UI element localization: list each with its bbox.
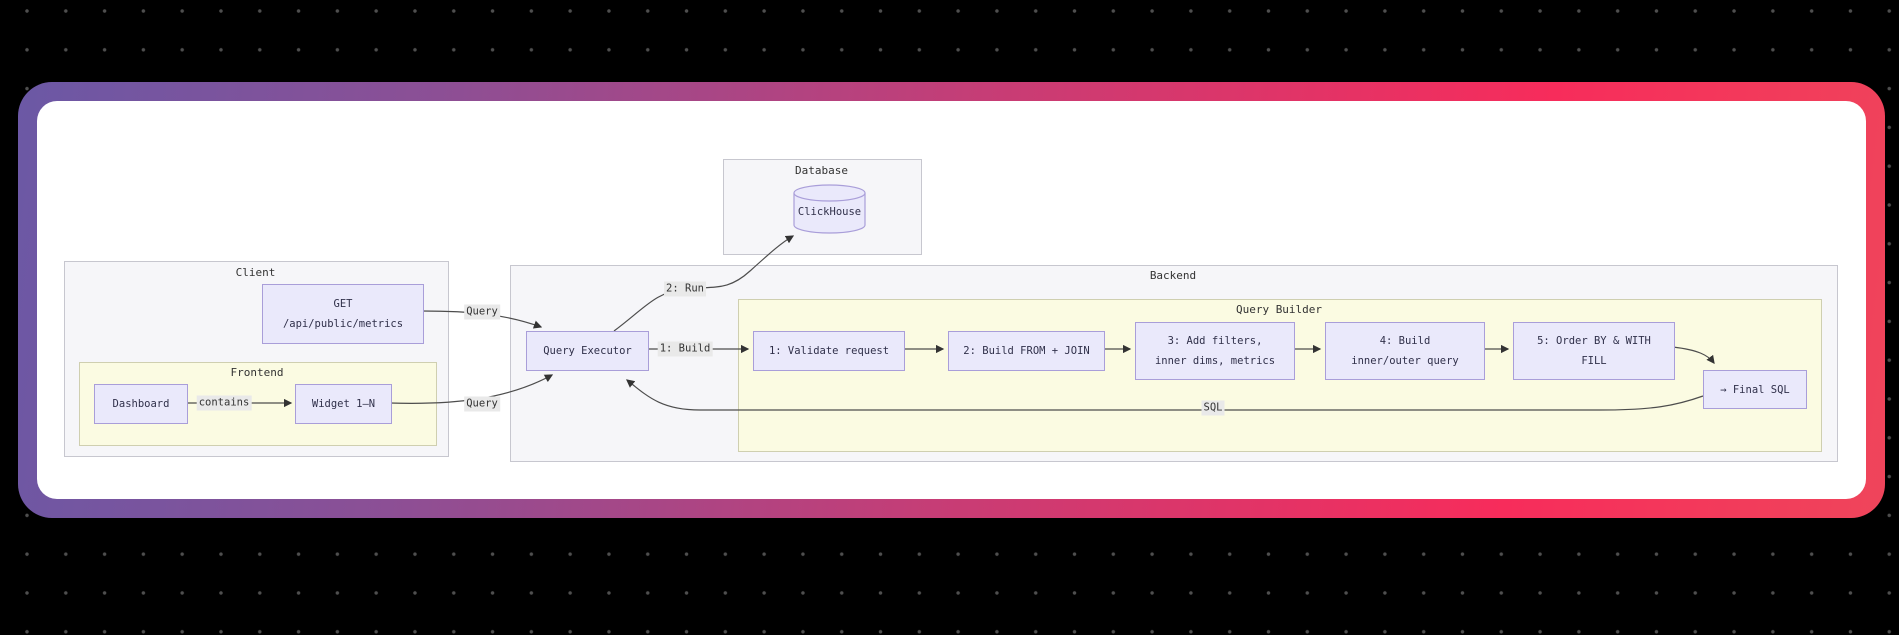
node-line: /api/public/metrics (282, 318, 404, 330)
node-build-from-join: 2: Build FROM + JOIN (948, 331, 1105, 371)
edge-label-contains: contains (196, 395, 252, 411)
node-dashboard: Dashboard (94, 384, 188, 424)
node-final-sql: → Final SQL (1703, 370, 1807, 409)
node-clickhouse: ClickHouse (797, 206, 862, 218)
node-widget: Widget 1–N (295, 384, 392, 424)
node-query-executor: Query Executor (526, 331, 649, 371)
node-line: GET (333, 298, 353, 310)
node-line: Dashboard (112, 398, 170, 410)
edge-label-sql: SQL (1201, 400, 1225, 416)
node-add-filters: 3: Add filters, inner dims, metrics (1135, 322, 1295, 380)
cluster-title-query-builder: Query Builder (1235, 303, 1323, 316)
node-line: Query Executor (543, 345, 632, 357)
cluster-title-client: Client (235, 266, 276, 279)
node-line: Widget 1–N (311, 398, 376, 410)
node-get-endpoint: GET /api/public/metrics (262, 284, 424, 344)
node-line: → Final SQL (1720, 383, 1790, 396)
cluster-title-backend: Backend (1149, 269, 1197, 282)
cluster-title-frontend: Frontend (230, 366, 284, 379)
node-line: 4: Build (1379, 335, 1431, 347)
node-line: 5: Order BY & WITH (1537, 335, 1651, 347)
cluster-title-database: Database (795, 164, 848, 177)
node-line: 1: Validate request (768, 345, 890, 357)
edge-label-run: 2: Run (664, 281, 706, 297)
edge-label-build: 1: Build (657, 341, 713, 357)
node-line: 2: Build FROM + JOIN (963, 345, 1090, 357)
node-order-by-fill: 5: Order BY & WITH FILL (1513, 322, 1675, 380)
node-line: inner dims, metrics (1154, 355, 1276, 367)
node-validate-request: 1: Validate request (753, 331, 905, 371)
edge-label-query-top: Query (464, 304, 500, 320)
edge-label-query-bottom: Query (464, 396, 500, 412)
node-build-inner-outer: 4: Build inner/outer query (1325, 322, 1485, 380)
node-line: FILL (1581, 355, 1607, 367)
node-line: inner/outer query (1351, 355, 1459, 367)
node-line: 3: Add filters, (1167, 335, 1263, 347)
